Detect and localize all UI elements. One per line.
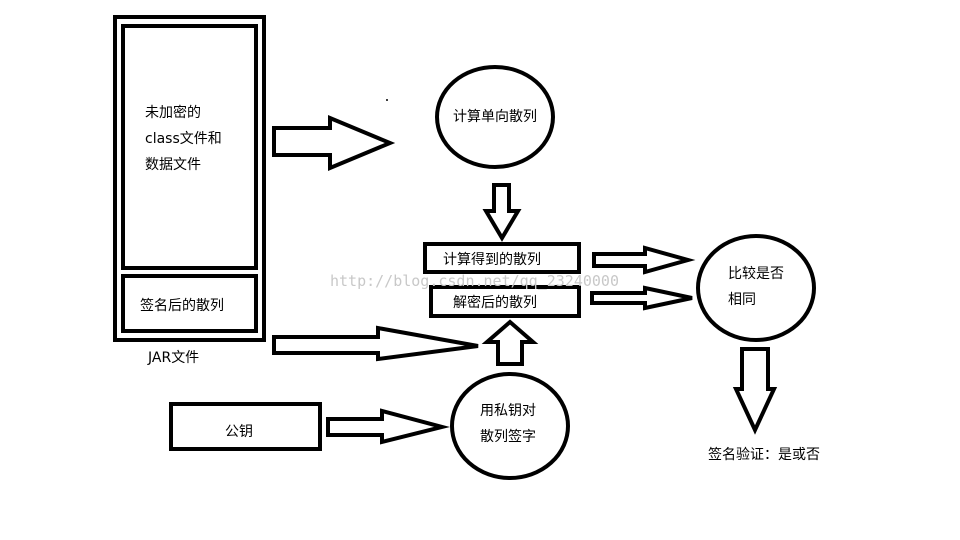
- jar-caption: JAR文件: [147, 350, 199, 366]
- computed-to-compare-arrow: [592, 245, 696, 275]
- jar-file-box: [113, 15, 266, 342]
- compute-to-computed-arrow: [482, 183, 522, 242]
- jar-to-compute-arrow: [272, 115, 396, 171]
- compute-hash-label: 计算单向散列: [453, 109, 537, 125]
- jar-signature-to-decrypted-arrow: [272, 325, 479, 362]
- jar-content-line-2: class文件和: [145, 131, 222, 147]
- jar-content-line-3: 数据文件: [145, 157, 201, 173]
- compare-label-line-2: 相同: [728, 292, 756, 308]
- watermark-text: http://blog.csdn.net/qq_23240000: [330, 272, 619, 290]
- public-key-label: 公钥: [225, 424, 253, 440]
- decrypted-hash-box: [429, 285, 581, 318]
- compare-label-line-1: 比较是否: [728, 266, 784, 282]
- compare-to-result-arrow: [732, 347, 778, 435]
- stray-dot: [386, 99, 388, 101]
- compare-node: [696, 234, 816, 342]
- compute-hash-node: [435, 65, 555, 169]
- computed-hash-box: [423, 242, 581, 274]
- jar-signature-label: 签名后的散列: [140, 297, 224, 314]
- decrypted-to-compare-arrow: [590, 285, 693, 311]
- private-sign-label-line-2: 散列签字: [480, 428, 536, 445]
- verification-result-label: 签名验证：是或否: [708, 446, 820, 463]
- private-sign-node: [450, 372, 570, 480]
- public-key-to-private-sign-arrow: [326, 408, 450, 445]
- private-sign-label-line-1: 用私钥对: [480, 403, 536, 419]
- decrypted-hash-label: 解密后的散列: [453, 294, 537, 311]
- public-key-box: [169, 402, 322, 451]
- private-sign-to-decrypted-arrow: [481, 319, 539, 366]
- computed-hash-label: 计算得到的散列: [443, 251, 541, 268]
- jar-content-line-1: 未加密的: [145, 104, 201, 121]
